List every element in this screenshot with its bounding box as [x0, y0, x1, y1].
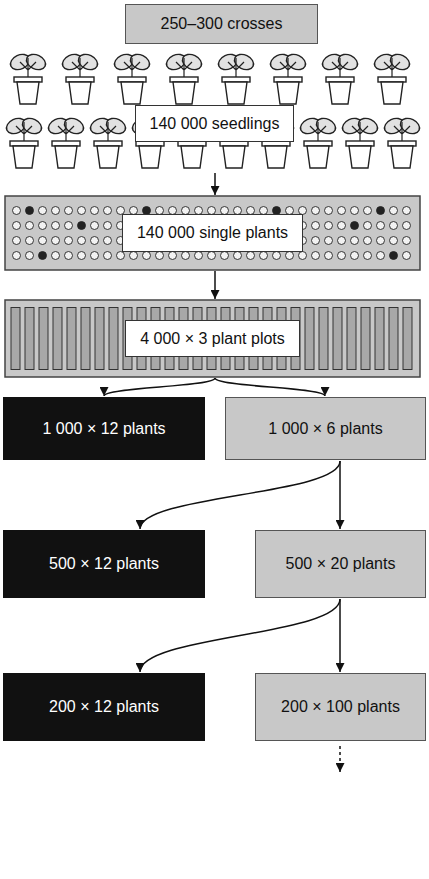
pot-plant — [268, 51, 308, 104]
flow-arrow — [214, 173, 216, 195]
plant-dots — [10, 203, 415, 263]
trial-box: 200 × 12 plants — [3, 673, 205, 741]
pot-plant — [4, 115, 44, 168]
flow-arrow — [215, 378, 325, 396]
pot-plant — [216, 51, 256, 104]
pot-plant — [372, 51, 412, 104]
pot-plant — [340, 115, 380, 168]
pot-plant — [46, 115, 86, 168]
stage-label: 1 000 × 12 plants — [42, 419, 165, 438]
stage-label: 500 × 20 plants — [286, 554, 396, 573]
plot-field — [5, 300, 420, 377]
selected-dot — [78, 222, 86, 230]
stage-label: 250–300 crosses — [161, 14, 283, 33]
field-band — [5, 196, 420, 270]
selected-dot — [143, 207, 151, 215]
pot-plant — [320, 51, 360, 104]
single-plant-field — [5, 196, 420, 270]
trial-box: 1 000 × 12 plants — [3, 397, 205, 460]
selected-dot — [390, 252, 398, 260]
stage-label: 140 000 seedlings — [135, 105, 295, 142]
flow-arrow — [339, 461, 341, 529]
flow-arrow — [339, 599, 341, 672]
pot-plant — [164, 51, 204, 104]
seed-box: 1 000 × 6 plants — [225, 397, 426, 460]
source-box: 250–300 crosses — [125, 4, 318, 44]
seedling-pots — [4, 51, 422, 168]
seed-box: 500 × 20 plants — [255, 530, 426, 598]
flow-arrow — [214, 271, 216, 299]
pot-plant — [112, 51, 152, 104]
seed-box: 200 × 100 plants — [255, 673, 426, 741]
stage-label: 200 × 100 plants — [281, 697, 400, 716]
selected-dot — [26, 207, 34, 215]
seedling-stage: 140 000 seedlings — [4, 48, 425, 172]
stage-label: 4 000 × 3 plant plots — [125, 320, 300, 357]
stage-label: 500 × 12 plants — [49, 554, 159, 573]
flow-arrow — [140, 461, 340, 529]
pot-plant — [8, 51, 48, 104]
pot-plant — [382, 115, 422, 168]
flow-arrow — [140, 599, 340, 672]
field-band — [5, 300, 420, 377]
plot-stage: 4 000 × 3 plant plots — [5, 300, 420, 377]
field-stage: 140 000 single plants — [5, 196, 420, 270]
pot-plant — [60, 51, 100, 104]
pot-plant — [298, 115, 338, 168]
plot-rows — [9, 307, 415, 370]
selected-dot — [351, 222, 359, 230]
continuation-arrow — [339, 746, 341, 772]
stage-label: 200 × 12 plants — [49, 697, 159, 716]
trial-box: 500 × 12 plants — [3, 530, 205, 598]
selected-dot — [39, 252, 47, 260]
flow-arrow — [104, 378, 215, 396]
stage-label: 140 000 single plants — [122, 214, 303, 251]
stage-label: 1 000 × 6 plants — [268, 419, 382, 438]
pot-plant — [88, 115, 128, 168]
selected-dot — [377, 207, 385, 215]
selected-dot — [273, 207, 281, 215]
